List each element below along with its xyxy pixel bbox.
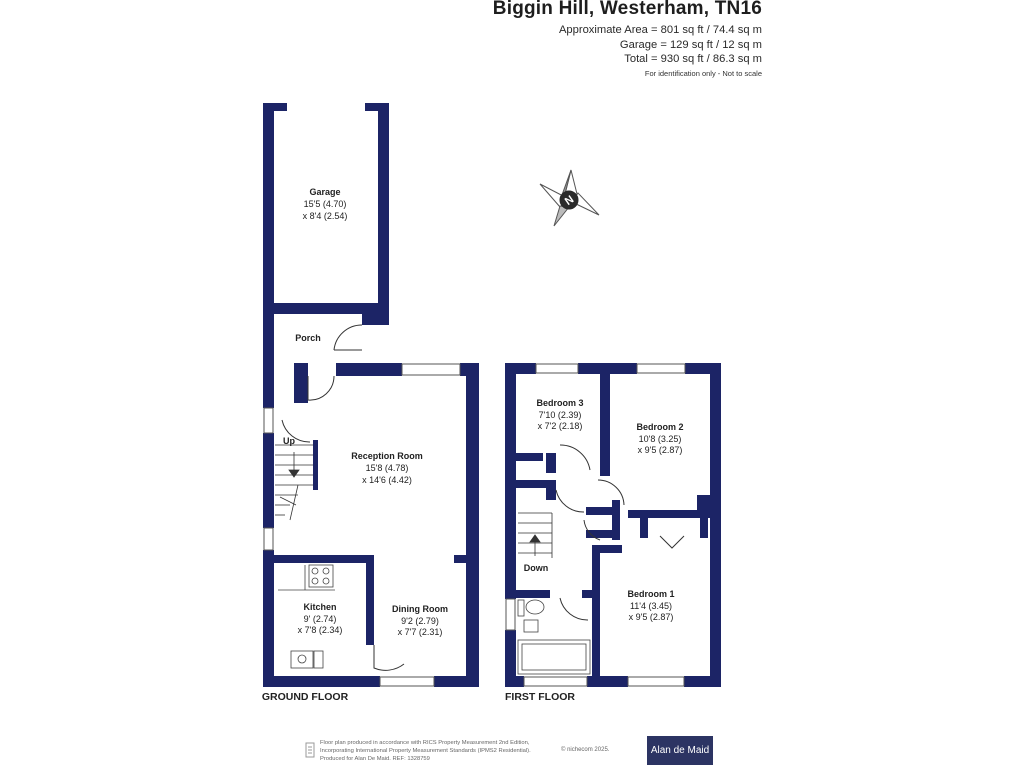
copyright: © nichecom 2025. [561,747,610,753]
ground-floor-windows [263,363,461,687]
reception-dim1: 15'8 (4.78) [366,463,409,473]
reception-dim2: x 14'6 (4.42) [362,475,412,485]
bedroom3-label: Bedroom 3 [536,398,583,408]
porch-label: Porch [295,333,321,343]
approx-area: Approximate Area = 801 sq ft / 74.4 sq m [558,24,762,36]
ground-floor-stairs [275,444,313,521]
bedroom2-dim1: 10'8 (3.25) [639,434,682,444]
reception-label: Reception Room [351,451,423,461]
first-floor-stairs [518,512,553,558]
garage-label: Garage [309,187,340,197]
ground-floor-walls [263,103,479,687]
bedroom3-dim2: x 7'2 (2.18) [538,421,583,431]
dining-label: Dining Room [392,604,448,614]
garage-dim1: 15'5 (4.70) [304,199,347,209]
page-title: Biggin Hill, Westerham, TN16 [492,0,762,19]
bedroom1-dim1: 11'4 (3.45) [630,601,672,611]
ground-floor-label: GROUND FLOOR [262,691,349,703]
dining-dim1: 9'2 (2.79) [401,616,439,626]
bedroom1-label: Bedroom 1 [627,589,674,599]
first-floor-label: FIRST FLOOR [505,691,575,703]
brand-logo: Alan de Maid [647,736,713,765]
scale-note: For identification only - Not to scale [644,69,762,78]
dining-dim2: x 7'7 (2.31) [398,627,443,637]
garage-area: Garage = 129 sq ft / 12 sq m [619,39,762,51]
kitchen-fittings [278,564,335,669]
bedroom2-dim2: x 9'5 (2.87) [638,445,683,455]
kitchen-dim2: x 7'8 (2.34) [298,625,343,635]
first-floor-doors [555,444,685,621]
down-label: Down [524,563,549,573]
footer-disclaimer: Floor plan produced in accordance with R… [320,739,570,763]
footer-line1: Floor plan produced in accordance with R… [320,740,530,746]
compass-icon: N [539,169,600,227]
up-label: Up [283,436,295,446]
garage-dim2: x 8'4 (2.54) [303,211,348,221]
kitchen-label: Kitchen [303,602,336,612]
bedroom2-label: Bedroom 2 [636,422,683,432]
bedroom1-dim2: x 9'5 (2.87) [629,612,674,622]
first-floor-walls [505,363,721,687]
total-area: Total = 930 sq ft / 86.3 sq m [624,53,762,65]
bathroom-fittings [517,599,591,675]
document-icon [305,742,315,758]
first-floor-windows [505,363,686,687]
footer-line3: Produced for Alan De Maid. REF: 1328759 [320,756,430,762]
ground-floor-doors [281,324,405,671]
footer-line2: Incorporating International Property Mea… [320,748,531,754]
bedroom3-dim1: 7'10 (2.39) [539,410,582,420]
kitchen-dim1: 9' (2.74) [304,614,337,624]
